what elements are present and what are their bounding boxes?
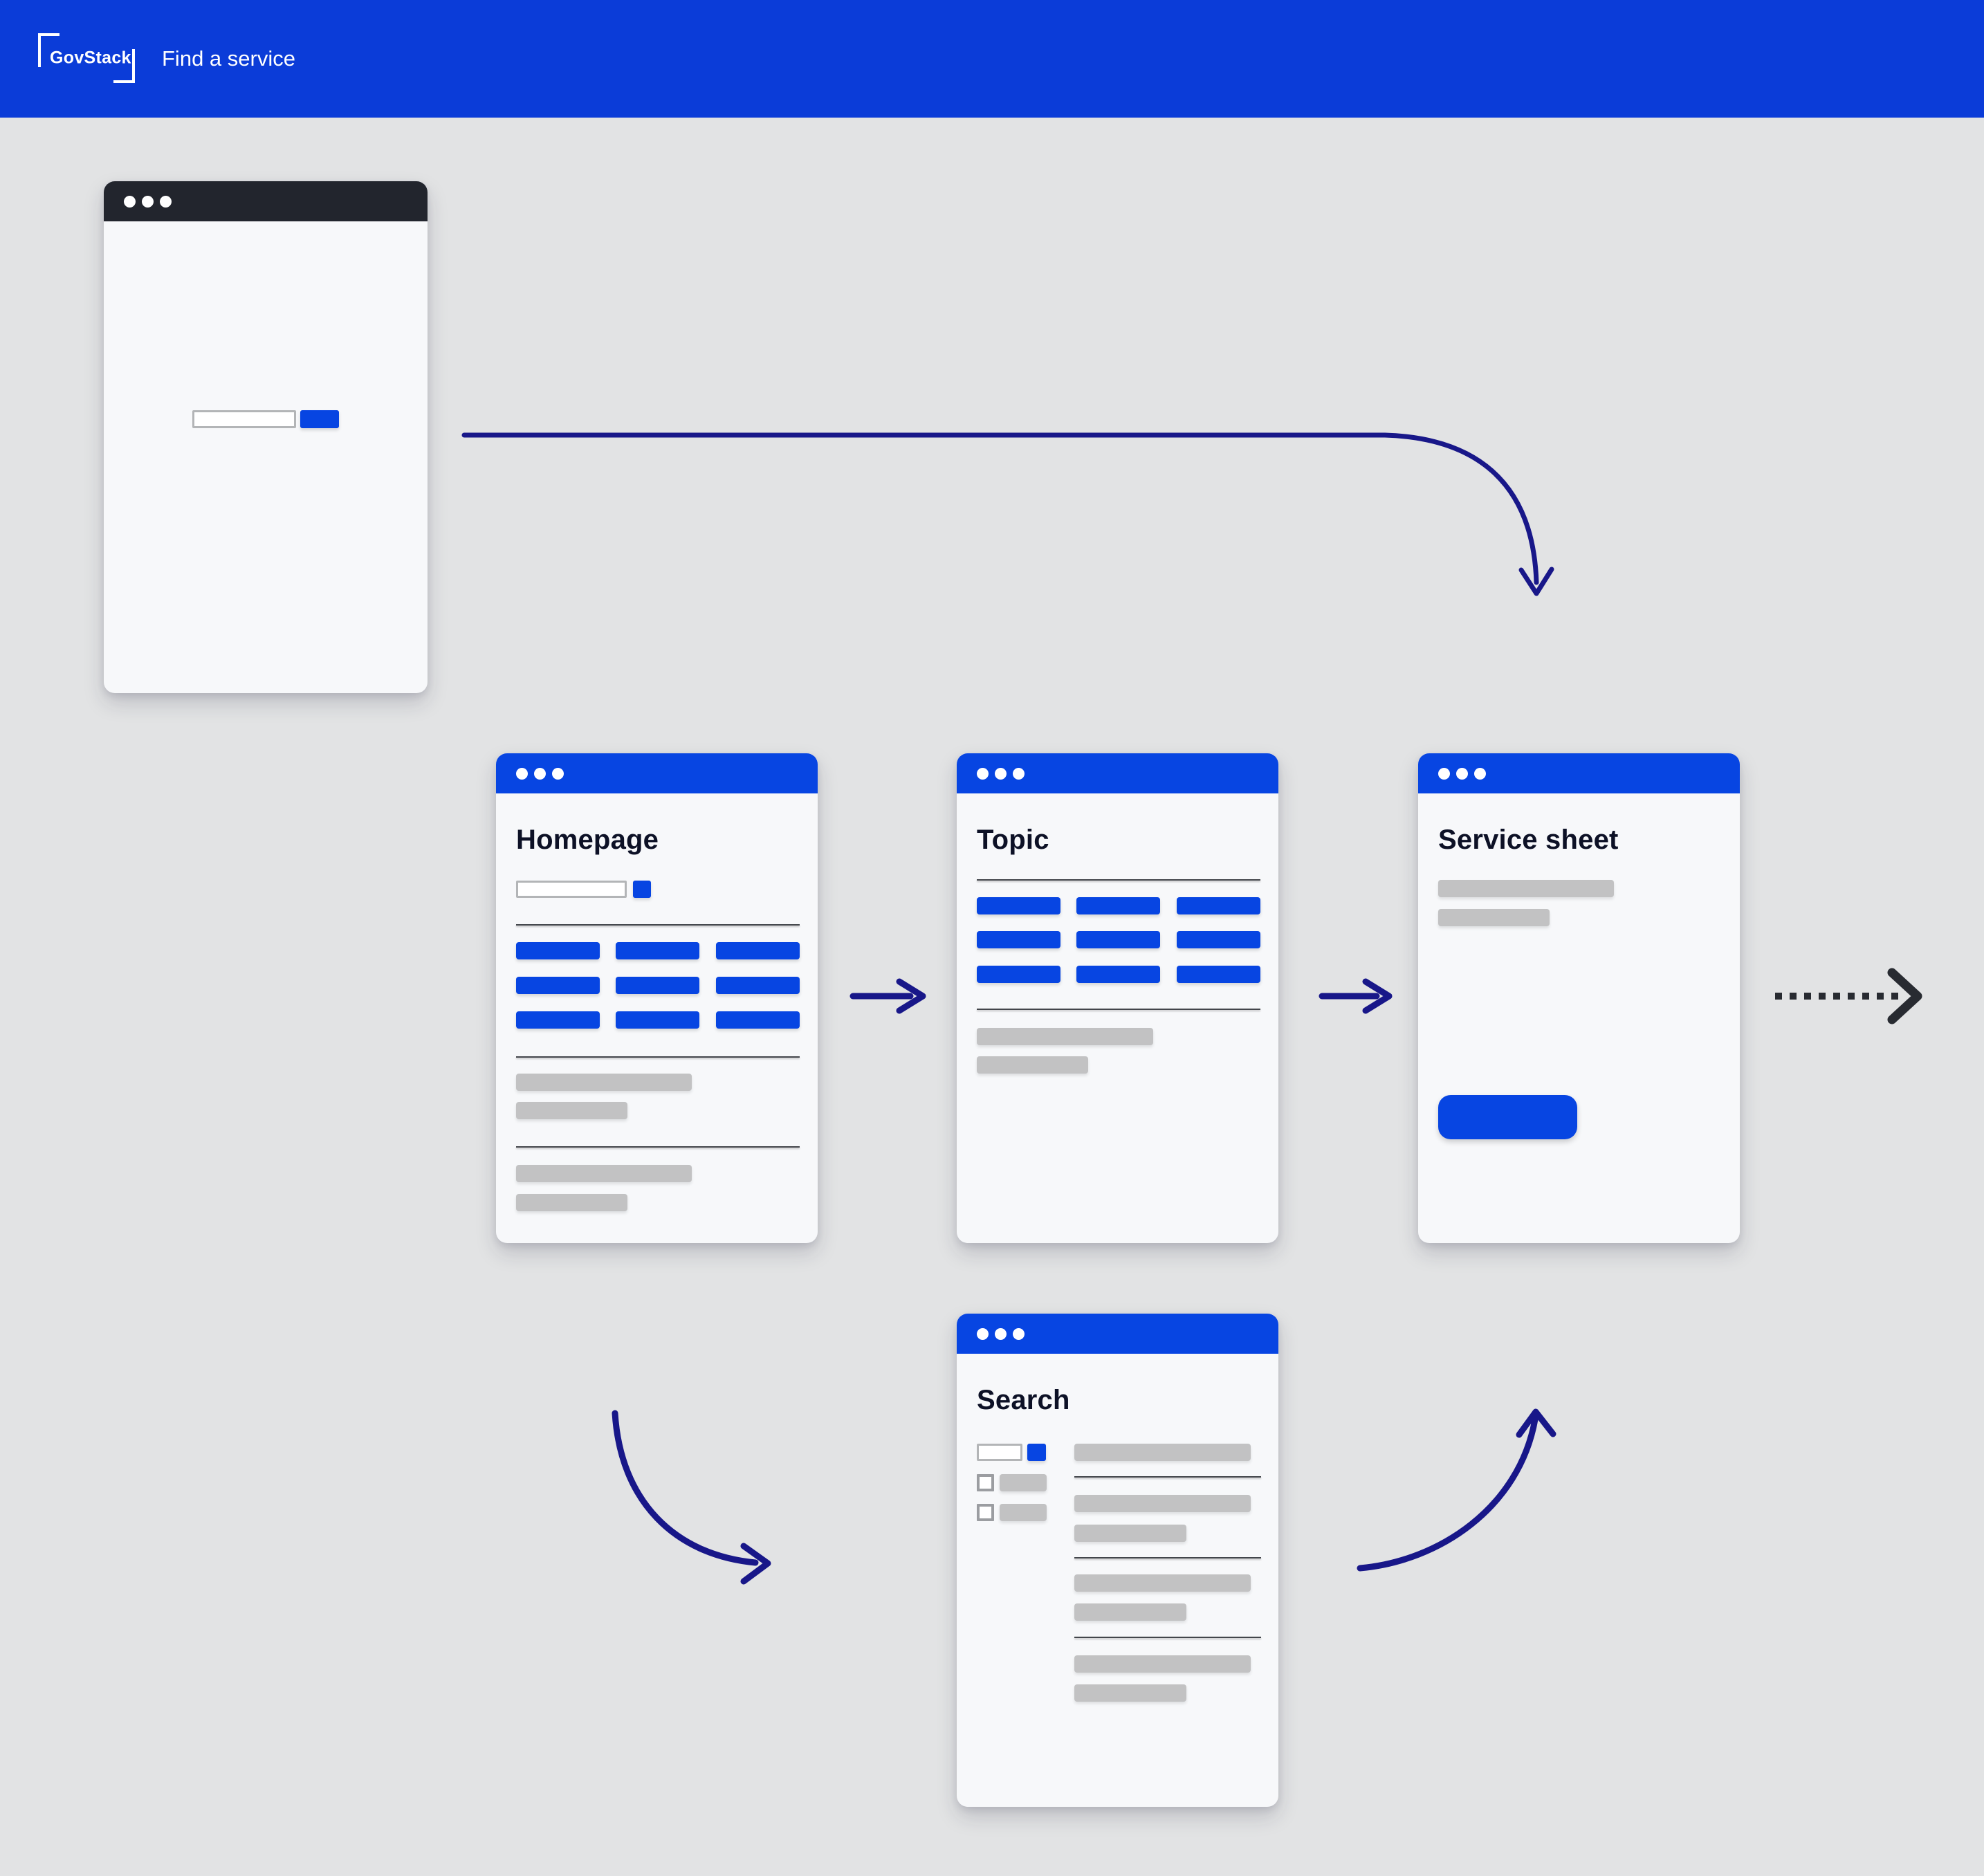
homepage-link-placeholder[interactable] [516,942,600,959]
result-text-placeholder [1074,1684,1186,1702]
topic-link-placeholder[interactable] [977,931,1060,948]
result-text-placeholder [1074,1574,1251,1592]
arrow-homepage-to-search [612,1410,759,1566]
service-sheet-title: Service sheet [1438,825,1619,855]
window-dot-icon [977,1327,989,1340]
search-input[interactable] [977,1444,1022,1461]
divider [1074,1637,1261,1638]
divider [516,1056,800,1058]
window-dot-icon [1013,767,1025,780]
text-placeholder [516,1074,692,1091]
topic-link-placeholder[interactable] [1076,897,1160,914]
text-placeholder [1438,880,1614,897]
result-text-placeholder [1074,1495,1251,1512]
homepage-search-button[interactable] [633,881,651,898]
arrowhead-chevron-right-icon [1887,968,1922,1024]
topic-window: Topic [957,753,1278,1243]
window-dot-icon [552,767,564,780]
homepage-window-titlebar [496,753,818,793]
divider [516,1146,800,1148]
search-window: Search [957,1314,1278,1807]
homepage-link-placeholder[interactable] [516,977,600,994]
site-header: GovStack Find a service [0,0,1984,118]
arrowhead-up-icon [1516,1408,1556,1438]
result-text-placeholder [1074,1603,1186,1621]
service-sheet-window: Service sheet [1418,753,1740,1243]
filter-label-placeholder [1000,1474,1047,1491]
nav-find-a-service[interactable]: Find a service [162,46,295,71]
text-placeholder [977,1028,1153,1045]
divider [977,879,1260,881]
arrowhead-right-icon [1362,978,1393,1014]
window-dot-icon [977,767,989,780]
arrowhead-down-icon [1518,567,1554,596]
text-placeholder [516,1102,627,1119]
homepage-title: Homepage [516,825,659,855]
divider [977,1009,1260,1010]
window-dot-icon [516,767,528,780]
topic-link-placeholder[interactable] [1177,931,1260,948]
homepage-window: Homepage [496,753,818,1243]
logo-bracket-top-left-icon [38,33,59,67]
topic-link-placeholder[interactable] [1076,931,1160,948]
arrow-search-to-service [1357,1416,1538,1572]
divider [516,924,800,926]
filter-label-placeholder [1000,1504,1047,1521]
homepage-link-placeholder[interactable] [716,942,800,959]
window-dot-icon [995,767,1007,780]
result-text-placeholder [1074,1525,1186,1542]
start-search-button[interactable] [300,410,339,428]
topic-link-placeholder[interactable] [977,897,1060,914]
arrowhead-right-icon [896,978,926,1014]
homepage-link-placeholder[interactable] [716,977,800,994]
service-action-button[interactable] [1438,1095,1577,1139]
logo-text: GovStack [50,48,131,68]
homepage-search-input[interactable] [516,881,627,898]
homepage-link-placeholder[interactable] [616,942,699,959]
topic-link-placeholder[interactable] [1177,897,1260,914]
service-sheet-window-titlebar [1418,753,1740,793]
filter-checkbox[interactable] [977,1474,994,1491]
divider [1074,1557,1261,1558]
window-dot-icon [534,767,546,780]
topic-window-titlebar [957,753,1278,793]
search-button[interactable] [1027,1444,1046,1461]
text-placeholder [516,1165,692,1182]
start-window [104,181,428,693]
window-dot-icon [1438,767,1450,780]
start-search-input[interactable] [192,410,296,428]
window-dot-icon [124,195,136,208]
text-placeholder [1438,909,1550,926]
result-text-placeholder [1074,1655,1251,1673]
topic-title: Topic [977,825,1049,855]
search-window-titlebar [957,1314,1278,1354]
homepage-link-placeholder[interactable] [616,977,699,994]
text-placeholder [977,1056,1088,1074]
search-title: Search [977,1385,1070,1415]
window-dot-icon [160,195,172,208]
window-dot-icon [995,1327,1007,1340]
homepage-link-placeholder[interactable] [516,1011,600,1029]
window-dot-icon [1456,767,1468,780]
filter-checkbox[interactable] [977,1504,994,1521]
topic-link-placeholder[interactable] [977,966,1060,983]
text-placeholder [516,1194,627,1211]
result-heading-placeholder [1074,1444,1251,1461]
start-window-titlebar [104,181,428,221]
window-dot-icon [1013,1327,1025,1340]
arrow-start-to-service [461,432,1539,585]
topic-link-placeholder[interactable] [1076,966,1160,983]
window-dot-icon [142,195,154,208]
arrowhead-right-icon [740,1543,771,1585]
homepage-link-placeholder[interactable] [716,1011,800,1029]
logo-bracket-bottom-right-icon [113,49,135,83]
window-dot-icon [1474,767,1486,780]
divider [1074,1476,1261,1478]
govstack-logo[interactable]: GovStack [38,33,135,83]
homepage-link-placeholder[interactable] [616,1011,699,1029]
topic-link-placeholder[interactable] [1177,966,1260,983]
